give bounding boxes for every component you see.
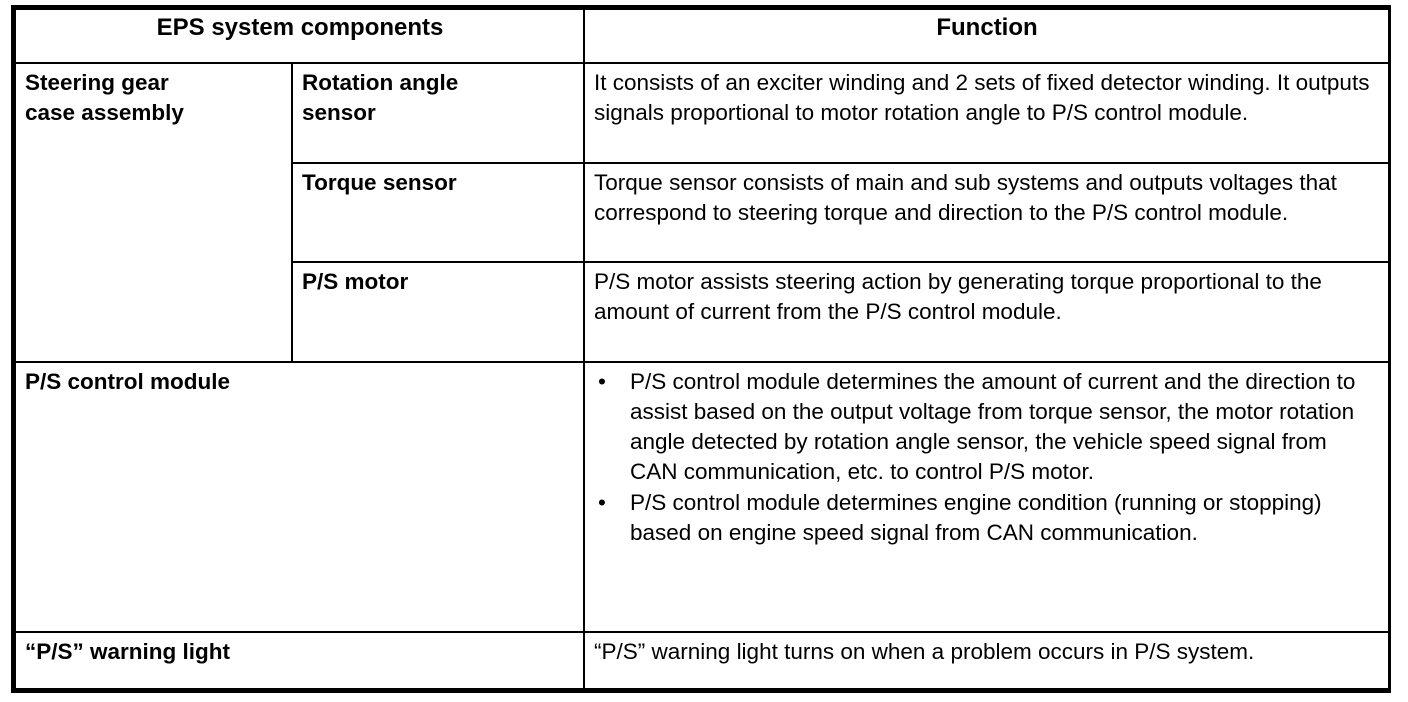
group-label-steering-gear-case-assembly: Steering gear case assembly [14, 62, 293, 363]
function-text-ps-warning-light: “P/S” warning light turns on when a prob… [583, 631, 1391, 690]
function-text-torque-sensor: Torque sensor consists of main and sub s… [583, 161, 1391, 264]
bullet-icon: • [598, 489, 606, 515]
component-label-ps-control-module: P/S control module [13, 360, 586, 634]
bullet-text: P/S control module determines engine con… [630, 489, 1322, 545]
bullet-icon: • [598, 368, 606, 394]
table-row: P/S motor P/S motor assists steering act… [15, 261, 1391, 363]
list-item: • P/S control module determines engine c… [594, 488, 1380, 549]
table-row: P/S control module • P/S control module … [13, 360, 1391, 634]
component-label-ps-warning-light: “P/S” warning light [13, 631, 586, 690]
bullet-text: P/S control module determines the amount… [630, 368, 1356, 485]
header-function: Function [583, 7, 1391, 65]
table-row: “P/S” warning light “P/S” warning light … [13, 631, 1391, 690]
list-item: • P/S control module determines the amou… [594, 367, 1380, 488]
table-row: Steering gear case assembly Rotation ang… [14, 62, 1391, 363]
component-label-torque-sensor: Torque sensor [290, 161, 586, 264]
eps-system-table-frame: EPS system components Function Steering … [11, 5, 1391, 693]
function-text-ps-motor: P/S motor assists steering action by gen… [583, 261, 1391, 363]
header-eps-system-components: EPS system components [13, 7, 586, 65]
function-text-rotation-angle-sensor: It consists of an exciter winding and 2 … [583, 62, 1391, 164]
eps-system-table: EPS system components Function Steering … [13, 7, 1391, 690]
table-header-row: EPS system components Function [13, 7, 1391, 65]
ps-control-module-bullet-list: • P/S control module determines the amou… [594, 367, 1380, 549]
component-label-ps-motor: P/S motor [290, 261, 586, 363]
table-row: Torque sensor Torque sensor consists of … [15, 161, 1391, 264]
component-label-rotation-angle-sensor: Rotation angle sensor [290, 62, 586, 164]
function-cell-ps-control-module: • P/S control module determines the amou… [583, 360, 1391, 634]
